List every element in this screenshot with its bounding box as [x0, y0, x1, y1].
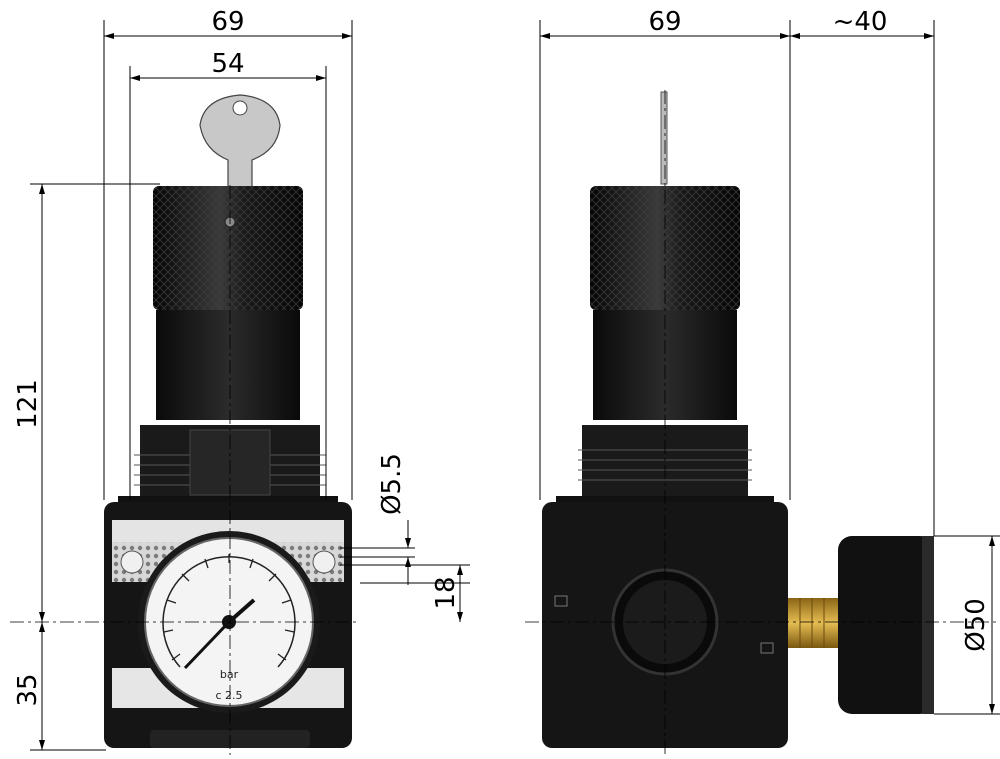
- key-front: [199, 94, 281, 191]
- side-view: [525, 90, 1000, 755]
- dim-front-69: 69: [211, 7, 244, 37]
- front-view: bar c 2.5: [10, 94, 360, 755]
- dim-gauge-diameter: Ø50: [961, 598, 991, 652]
- pressure-gauge-side: [838, 536, 934, 714]
- gauge-unit: bar: [220, 668, 239, 681]
- brass-fitting: [788, 598, 838, 648]
- dim-hole-diameter: Ø5.5: [377, 453, 407, 515]
- dim-side-69: 69: [648, 7, 681, 37]
- dim-front-54: 54: [211, 49, 244, 79]
- dim-height-35: 35: [13, 673, 43, 706]
- gauge-class: c 2.5: [215, 689, 242, 702]
- bonnet-front: [156, 310, 300, 420]
- dim-height-121: 121: [13, 379, 43, 429]
- dim-hole-spacing: 18: [431, 576, 461, 609]
- dim-gauge-offset: ~40: [833, 7, 888, 37]
